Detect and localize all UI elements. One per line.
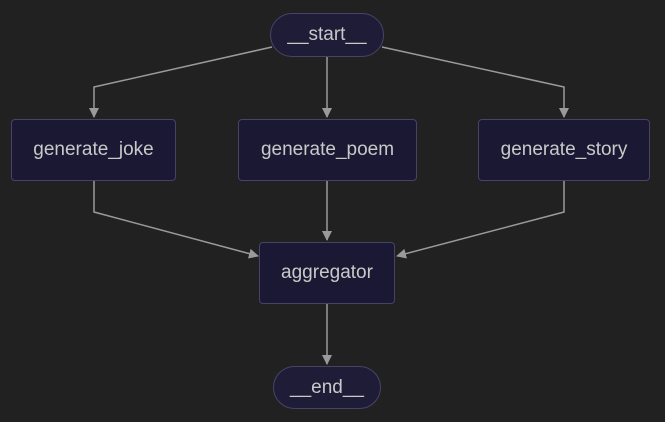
node-aggregator[interactable]: aggregator [259,242,395,304]
node-start[interactable]: __start__ [270,13,384,57]
edge-start-to-generate-joke [89,46,273,118]
node-start-label: __start__ [287,24,367,45]
edge-generate-story-to-aggregator [396,181,565,259]
node-end[interactable]: __end__ [273,366,381,409]
node-aggregator-label: aggregator [281,262,373,283]
node-generate-poem-label: generate_poem [260,139,395,160]
node-generate-story-label: generate_story [500,139,628,160]
node-generate-story[interactable]: generate_story [478,119,650,181]
node-generate-poem[interactable]: generate_poem [238,119,417,181]
node-generate-joke[interactable]: generate_joke [11,119,176,181]
edge-generate-joke-to-aggregator [93,181,259,259]
node-generate-joke-label: generate_joke [33,139,154,160]
edge-start-to-generate-story [381,46,569,118]
node-end-label: __end__ [290,376,364,398]
